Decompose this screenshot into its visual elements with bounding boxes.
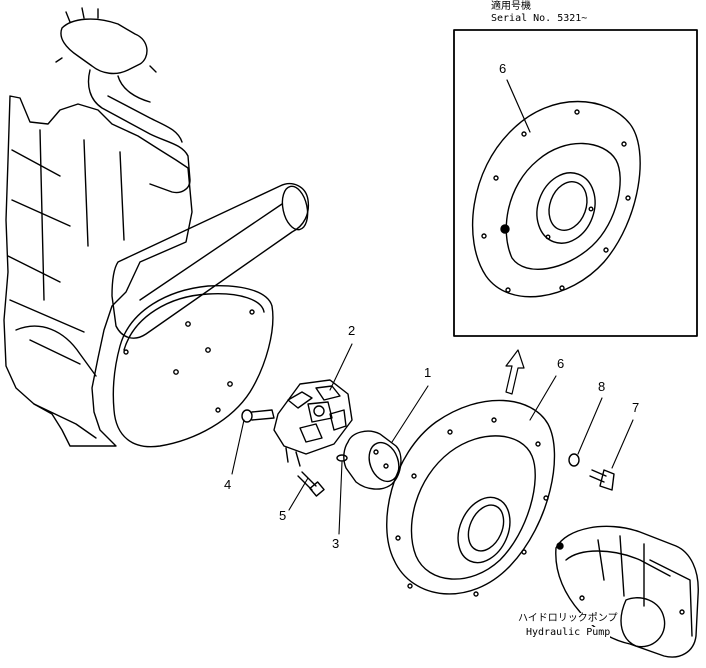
drive-plate [386, 399, 556, 597]
callout-7: 7 [632, 400, 640, 415]
inset-serial-jp: 適用号機 [491, 1, 531, 12]
coupling-part [273, 379, 353, 467]
bolt-5 [297, 471, 325, 497]
hydraulic-pump [555, 525, 699, 658]
inset-plate-inner [505, 142, 621, 270]
bolt-4 [241, 409, 275, 423]
inset-serial-label: Serial No. 5321~ [491, 13, 588, 24]
inset-plate-outer [471, 100, 641, 298]
callout-3: 3 [332, 536, 340, 551]
pin-3 [336, 454, 348, 462]
upward-arrow-icon [505, 349, 525, 395]
flywheel-housing [112, 284, 274, 448]
leader-lines [231, 343, 634, 535]
inset-frame [453, 29, 698, 337]
callout-6: 6 [557, 356, 565, 371]
callout-4: 4 [224, 477, 232, 492]
pump-label-jp: ハイドロリックポンプ [518, 613, 618, 625]
hub-part [343, 430, 402, 490]
muffler-body [111, 182, 310, 339]
inset-callout-6: 6 [499, 61, 507, 76]
callout-8: 8 [598, 379, 606, 394]
pump-label-en: Hydraulic Pump [526, 627, 611, 639]
washer-8 [568, 453, 580, 467]
bolt-7 [589, 469, 615, 491]
muffler-end-cap [281, 185, 309, 231]
inset-hub [536, 172, 596, 244]
engine-assembly [3, 7, 310, 448]
callout-1: 1 [424, 365, 432, 380]
callout-5: 5 [279, 508, 287, 523]
callout-2: 2 [348, 323, 356, 338]
